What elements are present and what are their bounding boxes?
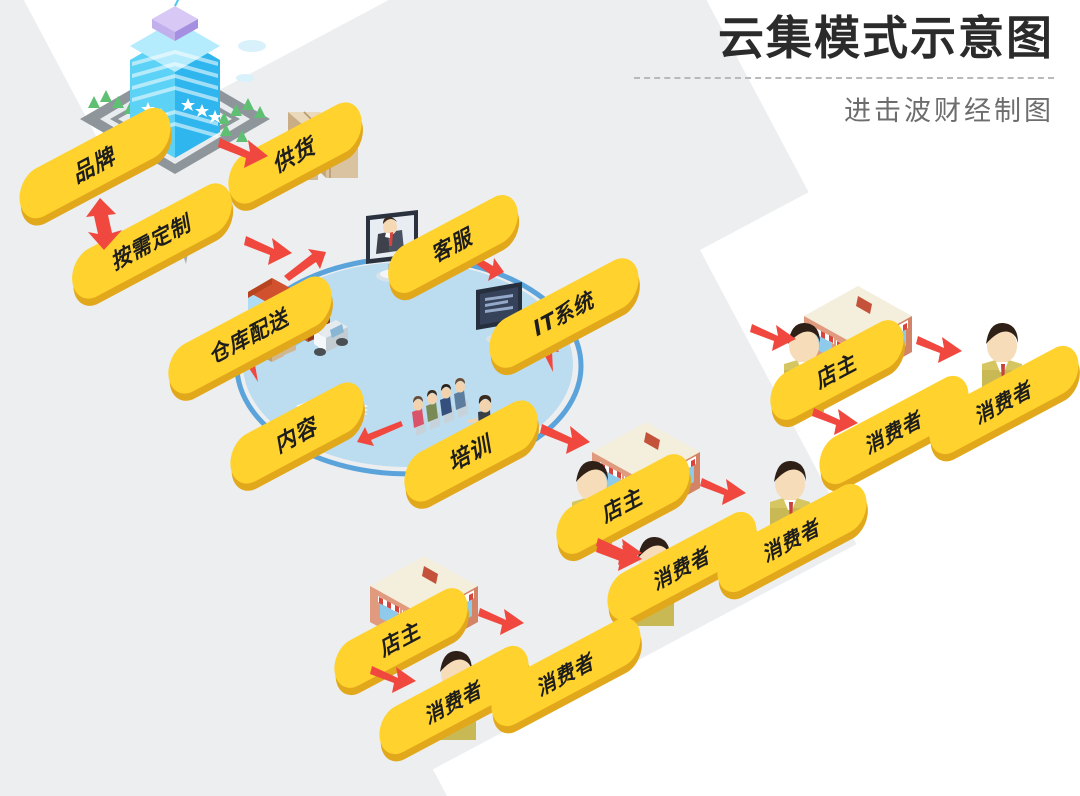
red-arrow-icon [812,404,860,438]
red-arrow-icon [596,540,644,574]
header-block: 云集模式示意图 进击波财经制图 [634,12,1054,128]
cycle-arrow-left [239,340,265,384]
cycle-arrow-upper-left [282,248,328,282]
red-arrow-icon [478,604,526,638]
page-subtitle: 进击波财经制图 [844,95,1054,127]
cycle-arrow-bottom [355,420,405,450]
red-arrow-icon [700,474,748,508]
red-arrow-icon [596,534,644,568]
chain-bottom-consumer-2-label: 消费者 [536,646,597,701]
red-arrow-icon [540,420,592,458]
red-arrow-icon [82,196,128,252]
red-arrow-icon [370,662,418,696]
page-title: 云集模式示意图 [718,11,1054,65]
red-arrow-icon [244,232,294,268]
title-divider [634,76,1054,79]
red-arrow-icon [218,134,270,172]
chain-top-consumer-1-label: 消费者 [864,404,925,459]
red-arrow-icon [750,320,798,354]
red-arrow-icon [916,332,964,366]
